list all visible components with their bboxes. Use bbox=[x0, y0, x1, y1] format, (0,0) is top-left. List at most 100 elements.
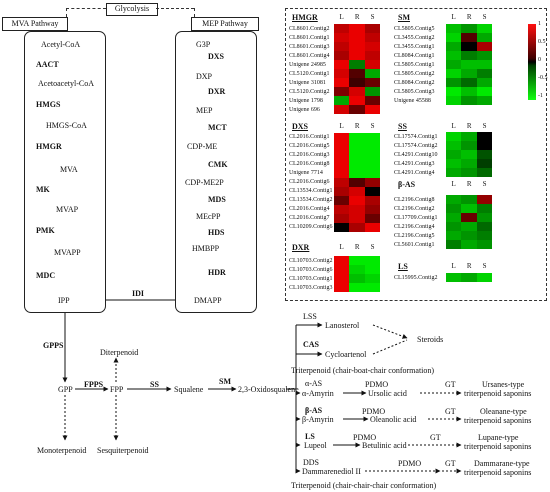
heatmap-cell bbox=[461, 150, 477, 159]
heatmap-cell bbox=[476, 42, 492, 51]
heatmap-ls bbox=[446, 273, 492, 282]
heatmap-cell bbox=[349, 133, 365, 142]
heatmap-cell bbox=[476, 204, 492, 213]
gene-label: Unigene 1798 bbox=[289, 98, 323, 104]
gene-label: CL3455.Contig2 bbox=[394, 35, 435, 41]
gene-label: CL13534.Contig2 bbox=[289, 197, 333, 203]
mep-node-hmbpp: HMBPP bbox=[192, 244, 220, 253]
heatmap-cell bbox=[334, 60, 350, 69]
mep-enzyme-mds: MDS bbox=[208, 195, 226, 204]
heatmap-cell bbox=[446, 24, 462, 33]
ls-label: LS bbox=[305, 432, 315, 441]
cas-label: CAS bbox=[303, 340, 320, 349]
alpha-amyrin-node: α-Amyrin bbox=[302, 389, 334, 398]
pdmo-label-2: PDMO bbox=[362, 407, 386, 416]
glycolysis-right-drop bbox=[194, 8, 196, 17]
heatmap-cell bbox=[334, 223, 350, 232]
mep-node-mep: MEP bbox=[196, 106, 213, 115]
mva-enzyme-mdc: MDC bbox=[36, 271, 56, 280]
panel-title-ss: SS bbox=[398, 122, 407, 131]
oleanolic-acid-node: Oleanolic acid bbox=[370, 415, 417, 424]
gt-label-1: GT bbox=[445, 380, 456, 389]
mep-enzyme-mct: MCT bbox=[208, 123, 227, 132]
column-label: R bbox=[466, 180, 472, 188]
mep-pathway-label: MEP Pathway bbox=[191, 17, 259, 31]
monoterpenoid-node: Monoterpenoid bbox=[37, 446, 87, 455]
heatmap-cell bbox=[334, 42, 350, 51]
heatmap-cell bbox=[461, 33, 477, 42]
heatmap-cell bbox=[461, 204, 477, 213]
lanosterol-node: Lanosterol bbox=[325, 321, 360, 330]
heatmap-ss bbox=[446, 132, 492, 177]
colorbar-tick: 0.5 bbox=[538, 39, 546, 45]
heatmap-cell bbox=[364, 283, 380, 292]
heatmap-cell bbox=[461, 222, 477, 231]
heatmap-cell bbox=[364, 223, 380, 232]
column-label: L bbox=[451, 13, 456, 21]
gene-label: CL8601.Contig2 bbox=[289, 26, 330, 32]
heatmap-cell bbox=[476, 132, 492, 141]
heatmap-cell bbox=[334, 151, 350, 160]
heatmap-cell bbox=[446, 204, 462, 213]
heatmap-cell bbox=[364, 274, 380, 283]
heatmap-cell bbox=[334, 214, 350, 223]
heatmap-cell bbox=[364, 78, 380, 87]
heatmap-cell bbox=[364, 105, 380, 114]
heatmap-cell bbox=[334, 265, 350, 274]
beta-as-label: β-AS bbox=[305, 406, 323, 415]
heatmap-cell bbox=[461, 213, 477, 222]
heatmap-cell bbox=[334, 169, 350, 178]
column-label: R bbox=[354, 122, 360, 130]
heatmap-cell bbox=[476, 159, 492, 168]
column-label: R bbox=[354, 243, 360, 251]
gene-label: CL2016.Contig1 bbox=[289, 134, 330, 140]
heatmap-cell bbox=[446, 33, 462, 42]
glycolysis-left-drop bbox=[66, 8, 68, 17]
heatmap-cell bbox=[364, 142, 380, 151]
gene-label: CL5805.Contig1 bbox=[394, 62, 435, 68]
mva-enzyme-hmgr: HMGR bbox=[36, 142, 62, 151]
gene-label: CL5805.Contig2 bbox=[394, 71, 435, 77]
heatmap-cell bbox=[364, 265, 380, 274]
gene-label: CL8601.Contig1 bbox=[289, 35, 330, 41]
heatmap-cell bbox=[349, 205, 365, 214]
ursanes-type-node: Ursanes-type bbox=[482, 380, 525, 389]
mva-node-acetoacetyl-coa: Acetoacetyl-CoA bbox=[38, 79, 94, 88]
heatmap-cell bbox=[364, 178, 380, 187]
heatmap-cell bbox=[364, 205, 380, 214]
heatmap-cell bbox=[349, 223, 365, 232]
heatmap-cell bbox=[446, 42, 462, 51]
gene-label: CL5601.Contig1 bbox=[394, 242, 435, 248]
mep-label-text: MEP Pathway bbox=[202, 19, 248, 28]
lupane-saponins-node: triterpenoid saponins bbox=[464, 442, 532, 451]
mep-enzyme-dxr: DXR bbox=[208, 87, 226, 96]
gene-label: Unigene 24985 bbox=[289, 62, 326, 68]
dds-label: DDS bbox=[303, 458, 320, 467]
mep-enzyme-dxs: DXS bbox=[208, 52, 225, 61]
column-label: R bbox=[354, 13, 360, 21]
gene-label: CL10209.Contig6 bbox=[289, 224, 333, 230]
mep-node-dxp: DXP bbox=[196, 72, 213, 81]
heatmap-cell bbox=[364, 42, 380, 51]
gt-label-2: GT bbox=[445, 407, 456, 416]
colorbar bbox=[528, 24, 536, 100]
mep-enzyme-hds: HDS bbox=[208, 228, 225, 237]
heatmap-cell bbox=[461, 231, 477, 240]
heatmap-cell bbox=[349, 169, 365, 178]
gene-label: CL17709.Contig1 bbox=[394, 215, 438, 221]
oleanane-saponins-node: triterpenoid saponins bbox=[464, 416, 532, 425]
heatmap-dxr bbox=[334, 256, 380, 292]
mva-pathway-label: MVA Pathway bbox=[2, 17, 68, 31]
heatmap-cell bbox=[364, 151, 380, 160]
panel-title-dxs: DXS bbox=[292, 122, 309, 131]
alpha-as-label: α-AS bbox=[305, 379, 323, 388]
diterpenoid-node: Diterpenoid bbox=[100, 348, 139, 357]
heatmap-cell bbox=[476, 231, 492, 240]
lupeol-node: Lupeol bbox=[304, 441, 327, 450]
